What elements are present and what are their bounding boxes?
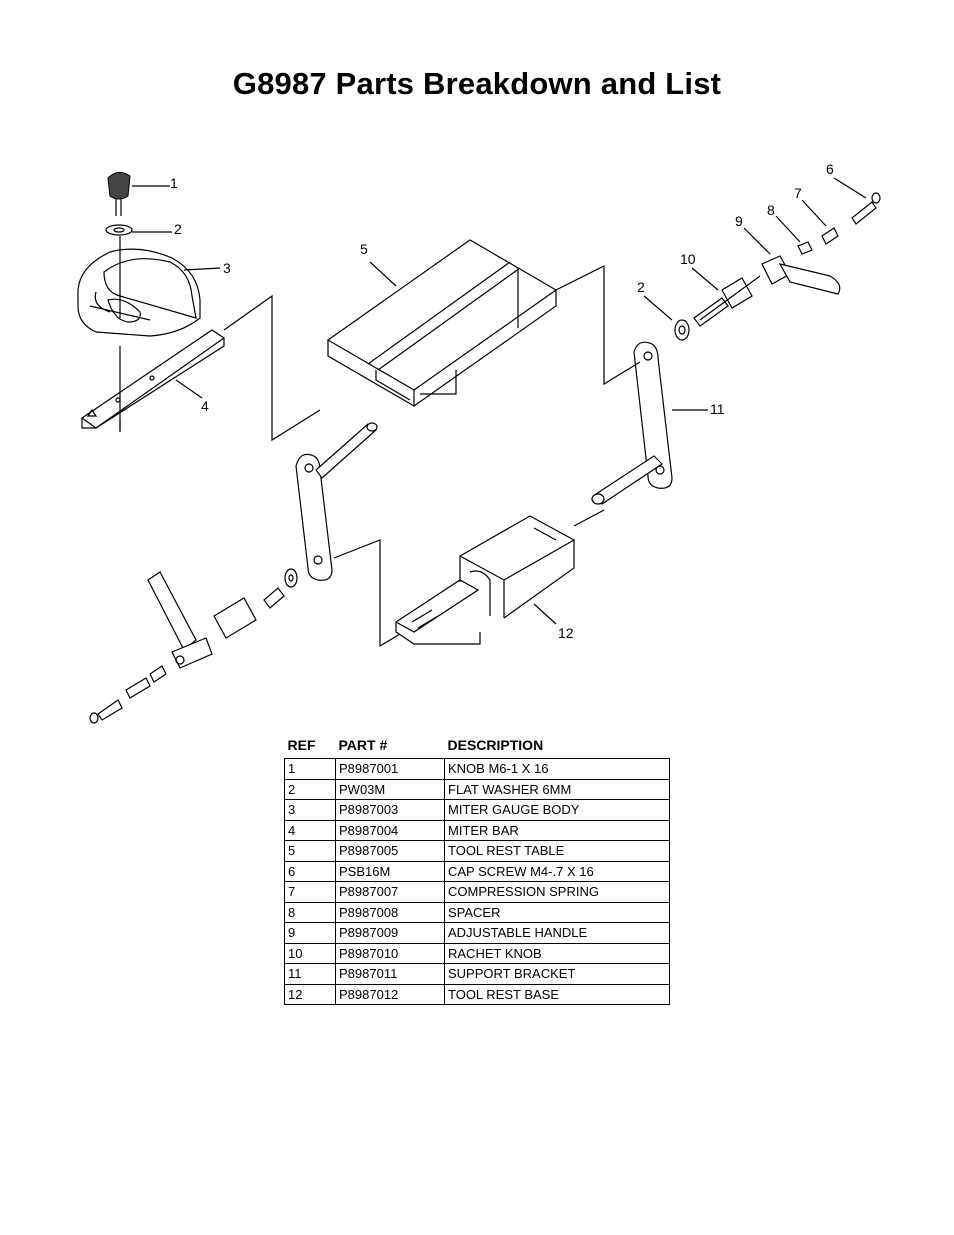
header-description: DESCRIPTION (447, 737, 544, 753)
knob-part (107, 172, 131, 216)
callout-2: 2 (174, 221, 182, 237)
table-header-row: REF PART # DESCRIPTION (285, 736, 670, 759)
cell-ref: 9 (284, 922, 336, 944)
cell-description: TOOL REST BASE (444, 983, 670, 1005)
cell-ref: 11 (284, 963, 336, 985)
cell-part-number: P8987010 (335, 942, 445, 964)
cell-description: RACHET KNOB (444, 942, 670, 964)
leader-lines (132, 177, 867, 625)
assembly-lines (119, 265, 761, 648)
cell-part-number: P8987011 (335, 963, 445, 985)
callout-9: 9 (735, 213, 743, 229)
cell-description: COMPRESSION SPRING (444, 881, 670, 903)
callout-4: 4 (201, 398, 209, 414)
tool-rest-table-part (326, 239, 558, 408)
cell-part-number: P8987009 (335, 922, 445, 944)
cell-description: SPACER (444, 901, 670, 923)
cell-ref: 3 (284, 799, 336, 821)
callout-10: 10 (680, 251, 696, 267)
cell-ref: 4 (284, 819, 336, 841)
exploded-parts-diagram: 1 2 3 4 5 6 7 8 9 10 2 11 12 (77, 161, 881, 724)
left-handle-assembly (89, 568, 298, 724)
cell-description: KNOB M6-1 X 16 (444, 758, 670, 780)
callout-7: 7 (794, 185, 802, 201)
callout-3: 3 (223, 260, 231, 276)
support-bracket-part (295, 341, 673, 581)
cell-description: CAP SCREW M4-.7 X 16 (444, 860, 670, 882)
cell-description: MITER GAUGE BODY (444, 799, 670, 821)
cell-ref: 10 (284, 942, 336, 964)
cell-part-number: PSB16M (335, 860, 445, 882)
header-part-number: PART # (338, 737, 388, 753)
miter-gauge-body-part (77, 236, 201, 337)
cell-ref: 1 (284, 758, 336, 780)
cell-part-number: P8987004 (335, 819, 445, 841)
page-title: G8987 Parts Breakdown and List (232, 66, 722, 101)
callout-12: 12 (558, 625, 574, 641)
cell-description: FLAT WASHER 6MM (444, 778, 670, 800)
cell-ref: 7 (284, 881, 336, 903)
cell-part-number: P8987007 (335, 881, 445, 903)
washer-part (105, 224, 133, 236)
cell-part-number: P8987008 (335, 901, 445, 923)
cell-ref: 8 (284, 901, 336, 923)
cell-description: TOOL REST TABLE (444, 840, 670, 862)
tool-rest-base-part (394, 515, 576, 645)
callout-11: 11 (710, 401, 725, 417)
callout-8: 8 (767, 202, 775, 218)
cell-ref: 12 (284, 983, 336, 1005)
right-handle-assembly (674, 192, 881, 341)
header-ref: REF (287, 737, 316, 753)
callout-5: 5 (360, 241, 368, 257)
callout-2b: 2 (637, 279, 645, 295)
cell-description: MITER BAR (444, 819, 670, 841)
cell-part-number: P8987003 (335, 799, 445, 821)
cell-part-number: P8987005 (335, 840, 445, 862)
miter-bar-part (80, 329, 226, 430)
cell-part-number: P8987001 (335, 758, 445, 780)
cell-description: ADJUSTABLE HANDLE (444, 922, 670, 944)
cell-description: SUPPORT BRACKET (444, 963, 670, 985)
support-rods (315, 422, 663, 505)
callout-1: 1 (170, 175, 178, 191)
cell-part-number: PW03M (335, 778, 445, 800)
cell-ref: 6 (284, 860, 336, 882)
callout-6: 6 (826, 161, 834, 177)
cell-part-number: P8987012 (335, 983, 445, 1005)
cell-ref: 2 (284, 778, 336, 800)
cell-ref: 5 (284, 840, 336, 862)
